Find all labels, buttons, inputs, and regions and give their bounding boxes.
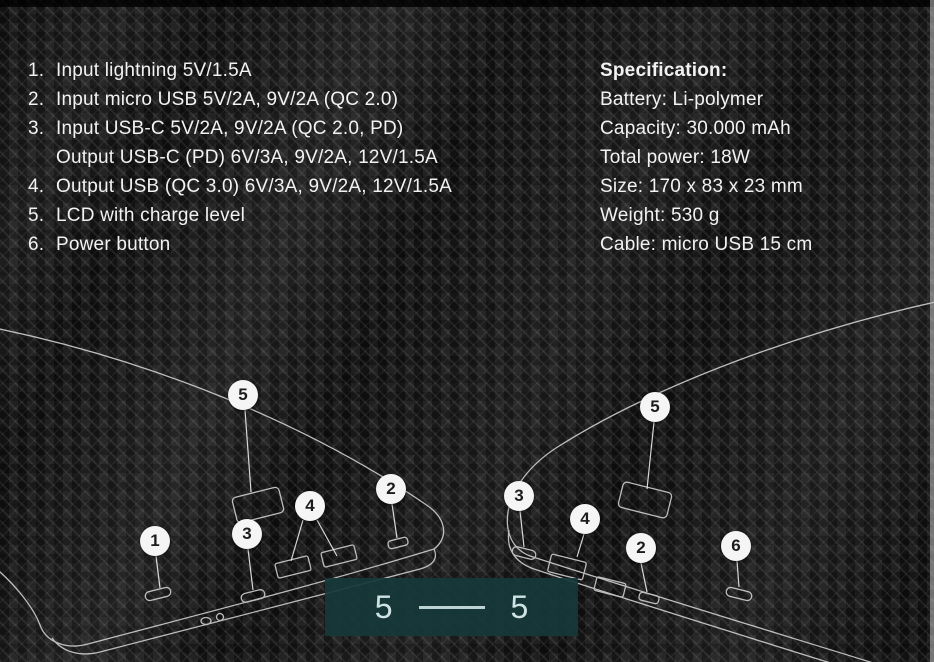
feature-item: 5. LCD with charge level: [28, 201, 452, 230]
usb-a-port-right-1: [547, 553, 587, 581]
callout-left-lcd: 5: [228, 380, 258, 410]
feature-number: 6.: [28, 234, 45, 255]
usb-a-port-right-2: [593, 576, 627, 598]
callout-right-power: 6: [721, 531, 751, 561]
spec-line: Battery: Li-polymer: [600, 89, 764, 110]
feature-item: 6. Power button: [28, 230, 452, 259]
usb-a-port-2-rect: [320, 544, 358, 568]
lcd-screen-left: [231, 486, 285, 524]
callout-line: [290, 519, 304, 562]
usb-a-port-2: [320, 544, 358, 568]
overlay-left-number: 5: [374, 588, 393, 625]
specification: Specification: Battery: Li-polymer Capac…: [600, 56, 812, 259]
feature-text: Output USB-C (PD) 6V/3A, 9V/2A, 12V/1.5A: [56, 147, 438, 168]
callout-left-lightning: 1: [140, 526, 170, 556]
callout-left-usb: 4: [295, 491, 325, 521]
powerbank-right-edge: [507, 529, 830, 662]
feature-number: 5.: [28, 205, 45, 226]
callout-line: [391, 503, 398, 539]
usb-c-port-left-rect: [240, 589, 266, 603]
page-indicator-overlay: 5 5: [325, 578, 578, 636]
feature-item: 2. Input micro USB 5V/2A, 9V/2A (QC 2.0): [28, 85, 452, 114]
feature-text: Input USB-C 5V/2A, 9V/2A (QC 2.0, PD): [56, 118, 404, 139]
micro-usb-port-left-rect: [387, 536, 409, 550]
usb-a-port-1: [274, 555, 312, 579]
feature-list: 1. Input lightning 5V/1.5A 2. Input micr…: [28, 56, 452, 259]
usb-c-port-right-rect: [511, 546, 537, 560]
feature-number-spacer: [28, 143, 56, 172]
callout-line: [640, 562, 648, 593]
callout-right-microusb: 2: [626, 533, 656, 563]
right-edge-strip: [930, 0, 934, 662]
usb-a-port-right-1-rect: [547, 553, 587, 581]
callout-line: [247, 548, 254, 591]
usb-c-port-right: [511, 546, 537, 560]
callout-line: [519, 510, 525, 548]
feature-text: Input lightning 5V/1.5A: [56, 60, 252, 81]
powerbank-right-outline: [506, 301, 934, 662]
micro-usb-port-left: [387, 536, 409, 550]
usb-a-port-right-2-rect: [593, 576, 627, 598]
feature-number: 2.: [28, 89, 45, 110]
powerbank-right-drawing: [506, 301, 934, 662]
spec-line: Size: 170 x 83 x 23 mm: [600, 176, 803, 197]
usb-c-port-left: [240, 589, 266, 603]
spec-line: Weight: 530 g: [600, 205, 720, 226]
lcd-screen-right-rect: [617, 481, 673, 519]
lightning-port-rect: [144, 586, 172, 602]
top-edge-strip: [0, 0, 934, 7]
spec-line: Total power: 18W: [600, 147, 750, 168]
lightning-port: [144, 586, 172, 602]
led-indicator-1: [200, 616, 212, 626]
overlay-dash-line: [418, 605, 485, 609]
power-button: [725, 586, 753, 602]
feature-text: Input micro USB 5V/2A, 9V/2A (QC 2.0): [56, 89, 399, 110]
lcd-screen-right: [617, 481, 673, 519]
lcd-screen-left-rect: [231, 486, 285, 524]
specification-title: Specification:: [600, 60, 728, 81]
feature-item: 3. Input USB-C 5V/2A, 9V/2A (QC 2.0, PD): [28, 114, 452, 143]
callout-line: [646, 421, 655, 490]
feature-number: 3.: [28, 118, 45, 139]
callout-left-microusb: 2: [376, 474, 406, 504]
power-button-rect: [725, 586, 753, 602]
micro-usb-port-right-rect: [638, 591, 660, 605]
feature-number: 1.: [28, 60, 45, 81]
callout-line: [736, 560, 740, 588]
feature-text: Output USB (QC 3.0) 6V/3A, 9V/2A, 12V/1.…: [56, 176, 452, 197]
overlay-right-number: 5: [510, 588, 529, 625]
feature-text: LCD with charge level: [56, 205, 246, 226]
led-indicator-2: [215, 612, 225, 622]
usb-a-port-1-rect: [274, 555, 312, 579]
feature-item: 1. Input lightning 5V/1.5A: [28, 56, 452, 85]
callout-right-usb: 4: [570, 504, 600, 534]
callout-lines: [155, 409, 740, 593]
callout-left-usbc: 3: [232, 519, 262, 549]
callout-right-lcd: 5: [640, 392, 670, 422]
feature-text: Power button: [56, 234, 171, 255]
callout-line: [244, 409, 252, 493]
spec-line: Capacity: 30.000 mAh: [600, 118, 791, 139]
spec-line: Cable: micro USB 15 cm: [600, 234, 813, 255]
powerbank-left-edge: [51, 548, 437, 655]
callout-line: [576, 533, 585, 558]
feature-number: 4.: [28, 176, 45, 197]
callout-line: [155, 555, 161, 589]
feature-item: 4. Output USB (QC 3.0) 6V/3A, 9V/2A, 12V…: [28, 172, 452, 201]
micro-usb-port-right: [638, 591, 660, 605]
feature-item-continuation: Output USB-C (PD) 6V/3A, 9V/2A, 12V/1.5A: [28, 143, 452, 172]
callout-line: [316, 519, 338, 557]
callout-right-usbc: 3: [504, 481, 534, 511]
